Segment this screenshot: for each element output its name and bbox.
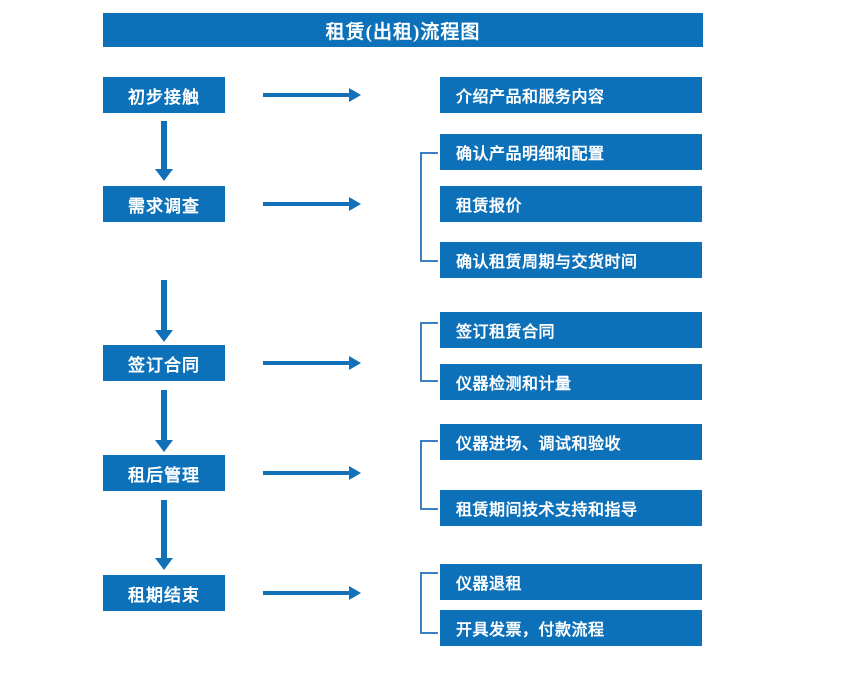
arrow-shaft [263,361,351,365]
detail-box-3[interactable]: 租赁报价 [440,186,702,222]
arrow-head [349,88,361,102]
arrow-right-1 [263,88,361,102]
arrow-shaft [161,390,167,440]
arrow-head [349,197,361,211]
arrow-shaft [161,121,167,169]
page-title: 租赁(出租)流程图 [103,13,703,47]
group-bracket-4 [420,440,438,510]
group-bracket-2 [420,152,438,262]
arrow-head [155,558,173,570]
detail-box-4[interactable]: 确认租赁周期与交货时间 [440,242,702,278]
stage-box-2[interactable]: 需求调查 [103,186,225,222]
arrow-head [155,169,173,181]
detail-box-5[interactable]: 签订租赁合同 [440,312,702,348]
stage-box-3[interactable]: 签订合同 [103,345,225,381]
arrow-shaft [263,93,351,97]
arrow-shaft [161,280,167,330]
detail-box-9[interactable]: 仪器退租 [440,564,702,600]
arrow-right-2 [263,197,361,211]
arrow-right-3 [263,356,361,370]
arrow-down-4 [155,500,173,570]
group-bracket-5 [420,572,438,634]
arrow-down-3 [155,390,173,452]
group-bracket-3 [420,322,438,382]
stage-box-5[interactable]: 租期结束 [103,575,225,611]
arrow-shaft [263,202,351,206]
stage-box-4[interactable]: 租后管理 [103,455,225,491]
arrow-head [155,330,173,342]
arrow-down-2 [155,280,173,342]
arrow-shaft [263,591,351,595]
arrow-head [155,440,173,452]
arrow-head [349,356,361,370]
detail-box-2[interactable]: 确认产品明细和配置 [440,134,702,170]
arrow-shaft [161,500,167,558]
stage-box-1[interactable]: 初步接触 [103,77,225,113]
arrow-head [349,466,361,480]
arrow-down-1 [155,121,173,181]
arrow-head [349,586,361,600]
arrow-right-4 [263,466,361,480]
detail-box-7[interactable]: 仪器进场、调试和验收 [440,424,702,460]
detail-box-1[interactable]: 介绍产品和服务内容 [440,77,702,113]
arrow-shaft [263,471,351,475]
detail-box-10[interactable]: 开具发票，付款流程 [440,610,702,646]
detail-box-6[interactable]: 仪器检测和计量 [440,364,702,400]
arrow-right-5 [263,586,361,600]
detail-box-8[interactable]: 租赁期间技术支持和指导 [440,490,702,526]
